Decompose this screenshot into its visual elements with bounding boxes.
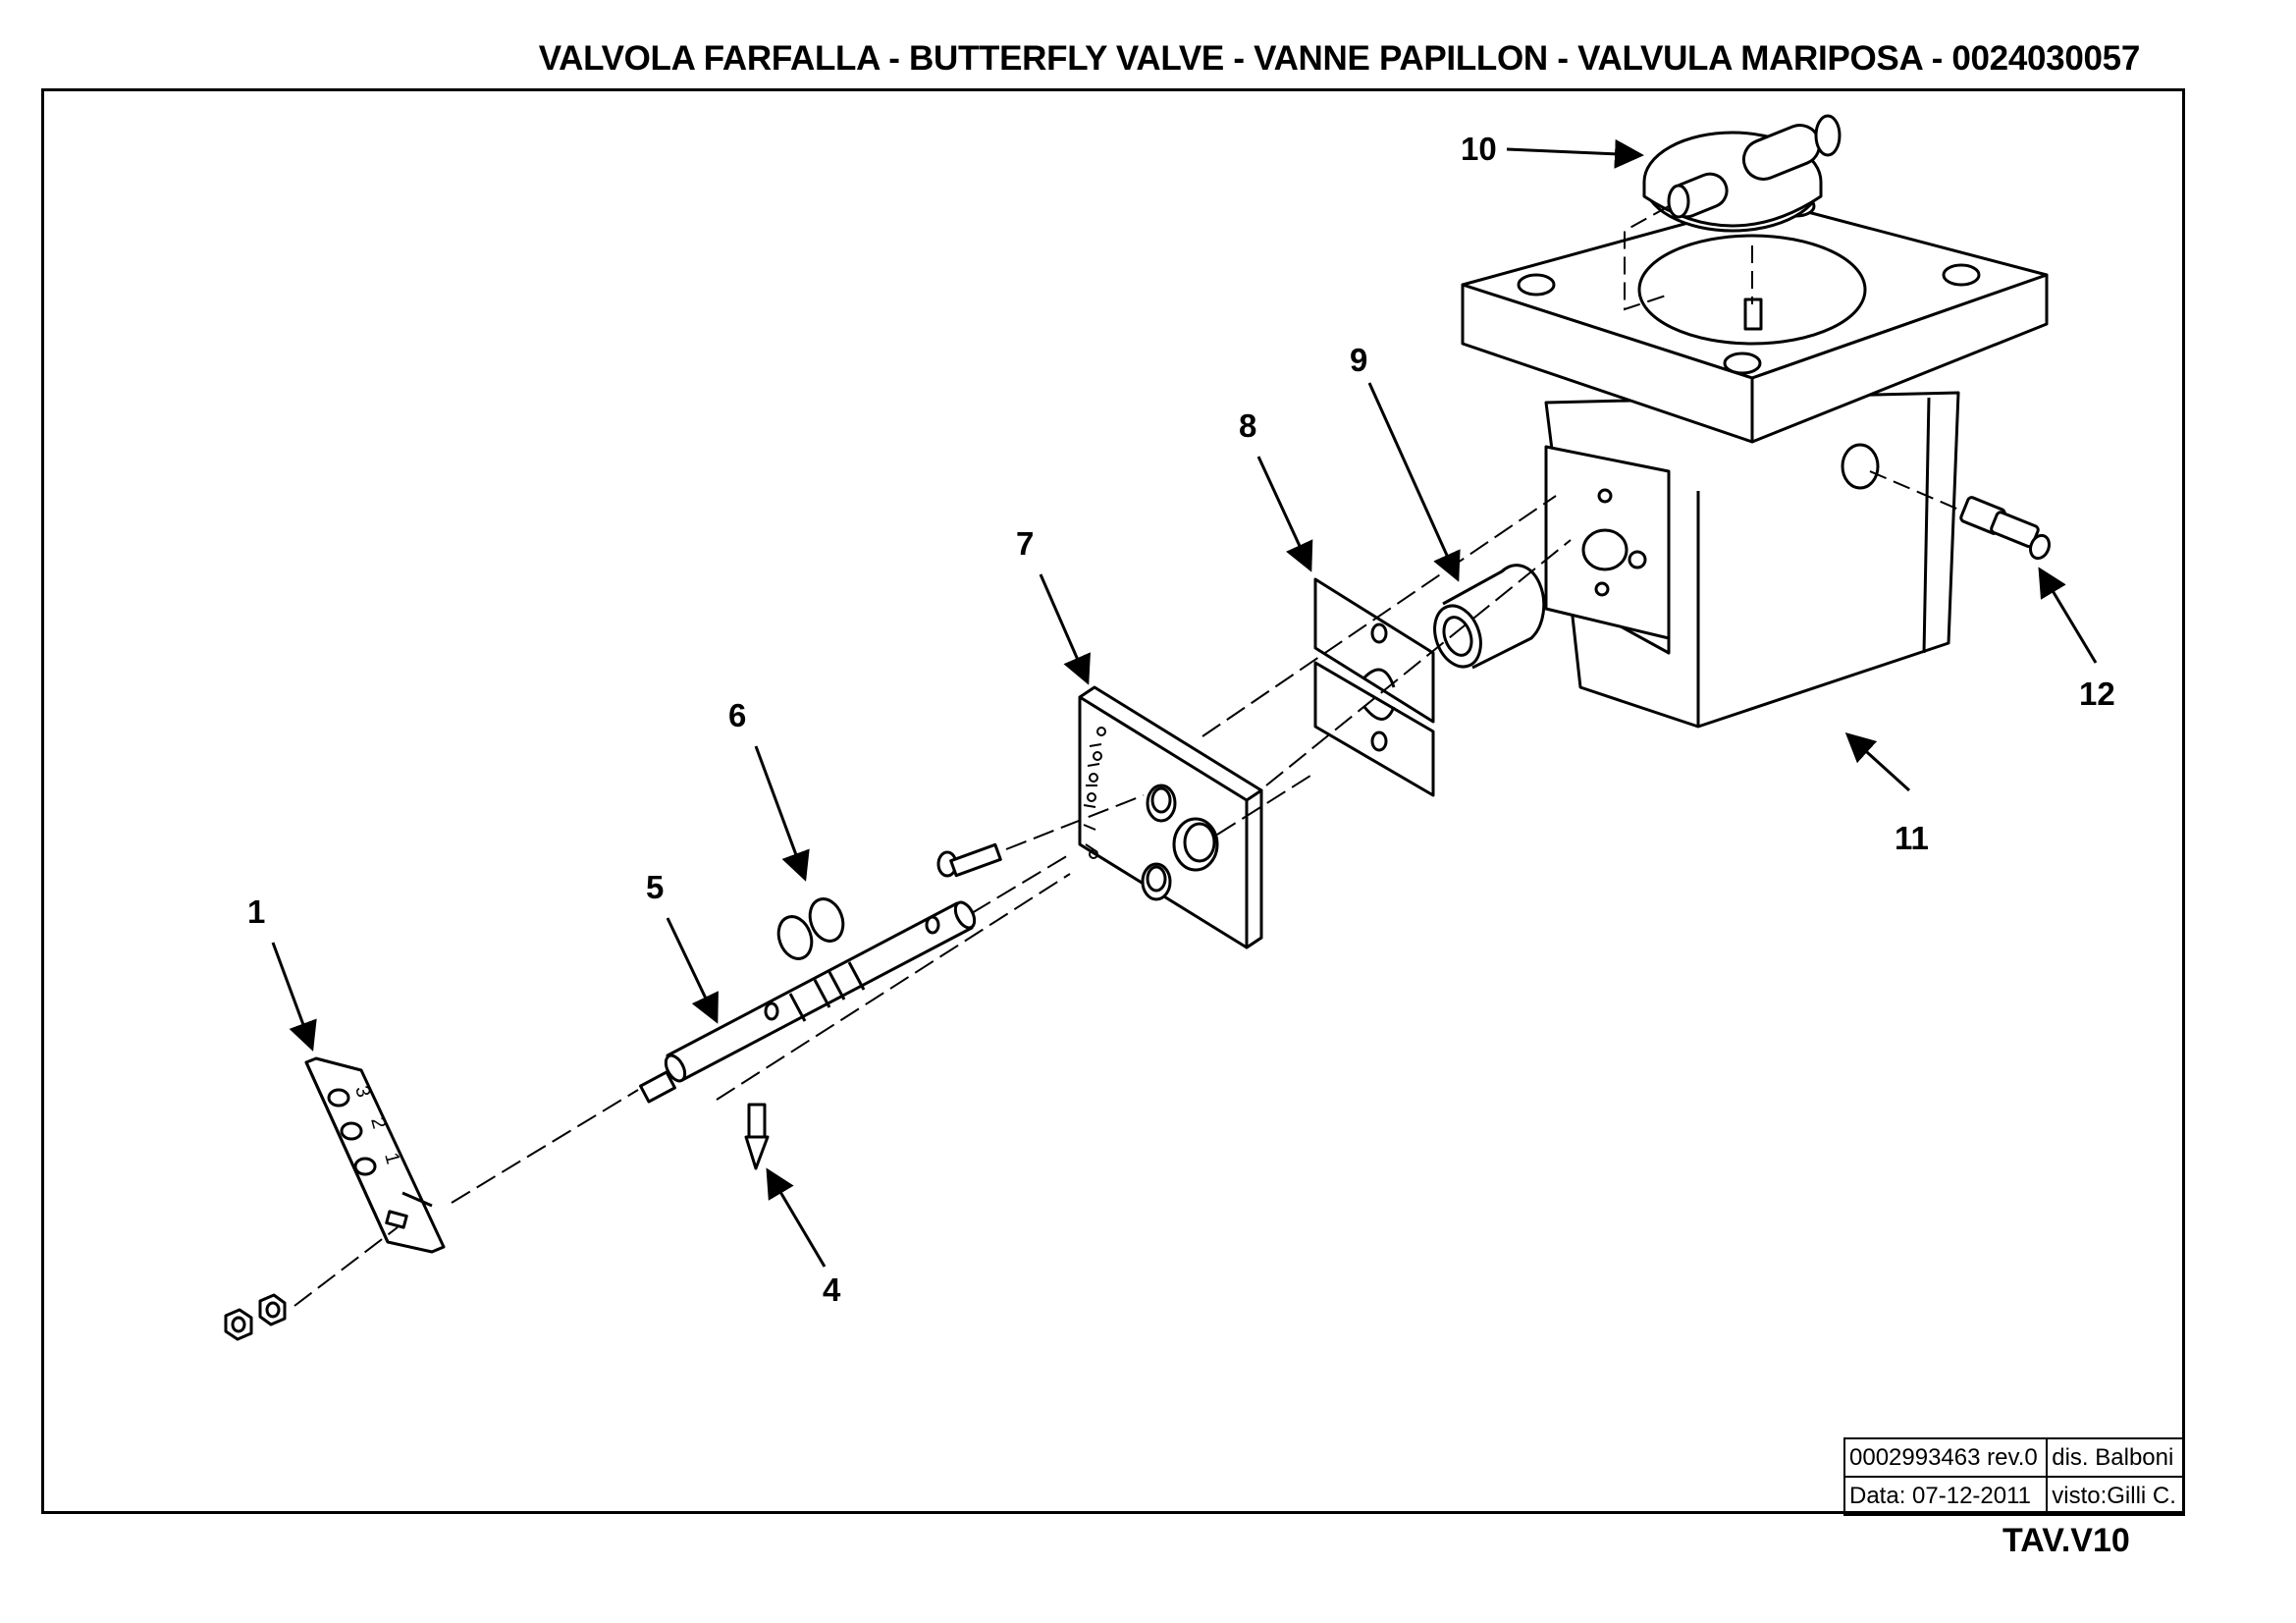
- designer: dis. Balboni: [2046, 1437, 2185, 1478]
- callout-5: 5: [646, 869, 664, 905]
- plate-hole-label-3: 3: [350, 1084, 374, 1100]
- checked-by: visto:Gilli C.: [2046, 1476, 2185, 1516]
- plate-hole-label-2: 2: [366, 1115, 390, 1131]
- callout-4: 4: [823, 1271, 841, 1308]
- drawing-date: Data: 07-12-2011: [1842, 1476, 2049, 1516]
- callout-11: 11: [1895, 820, 1929, 856]
- callout-9: 9: [1350, 342, 1367, 378]
- plate-hole-label-1: 1: [380, 1151, 403, 1166]
- callout-1: 1: [247, 893, 265, 930]
- assembly-lines-dashed: [294, 495, 1572, 1307]
- sheet-id: TAV.V10: [2002, 1522, 2130, 1559]
- drawing-number: 0002993463 rev.0: [1842, 1437, 2049, 1478]
- gasket-8: [1313, 577, 1435, 797]
- bushing-9: [1433, 564, 1546, 670]
- lever-plate-1: [304, 1056, 446, 1254]
- callout-12: 12: [2079, 676, 2115, 712]
- callout-8: 8: [1239, 407, 1256, 444]
- pin-4: [744, 1103, 770, 1170]
- handle-link-dashed: [1624, 205, 1753, 311]
- handle-10: [1642, 114, 1842, 233]
- nuts: [224, 1293, 287, 1341]
- callout-7: 7: [1016, 525, 1034, 562]
- o-rings-6: [776, 897, 845, 960]
- leader-arrows: [271, 138, 2098, 1268]
- valve-body-11: [1461, 194, 2049, 729]
- page-title: VALVOLA FARFALLA - BUTTERFLY VALVE - VAN…: [538, 39, 2141, 78]
- grease-fitting-12: [1959, 496, 2051, 561]
- fitting-link-dashed: [1869, 470, 1962, 512]
- title-block: 0002993463 rev.0 dis. Balboni Data: 07-1…: [1842, 1437, 2185, 1516]
- callout-6: 6: [728, 697, 746, 733]
- screw: [936, 842, 1002, 878]
- indicator-plate-7: [1078, 685, 1263, 949]
- shaft-5: [639, 900, 977, 1104]
- indicator-scale: [1083, 727, 1106, 859]
- drawing-frame: [41, 88, 2185, 1514]
- callout-10: 10: [1461, 131, 1497, 167]
